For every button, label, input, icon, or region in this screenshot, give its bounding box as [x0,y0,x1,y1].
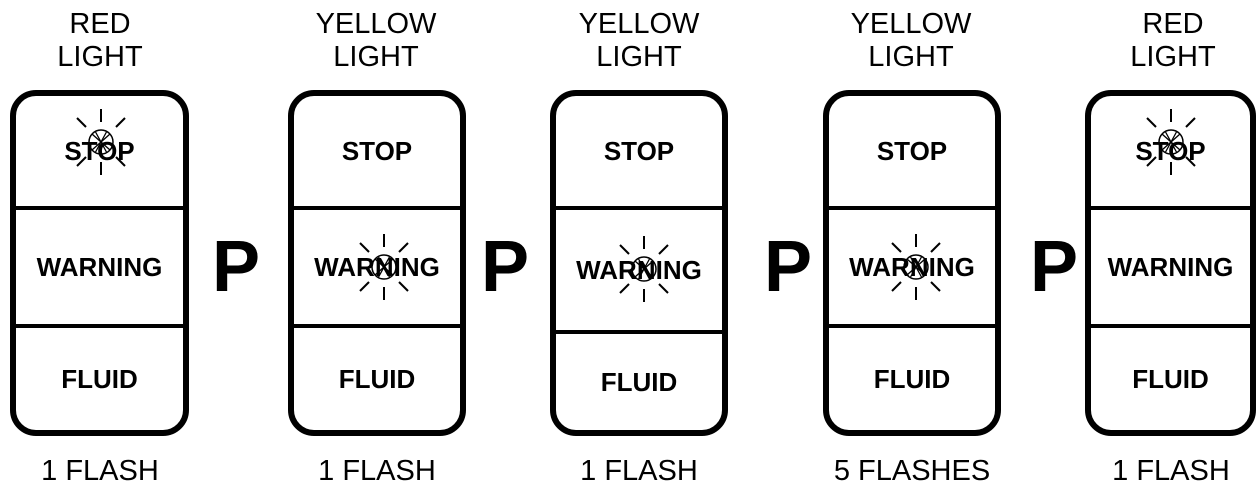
divider [829,206,995,210]
divider [16,206,183,210]
fluid-segment: FLUID [556,334,722,430]
stop-segment: STOP [829,96,995,206]
warning-label: WARNING [1107,251,1234,282]
flash-count-4: 5 FLASHES [833,455,991,487]
divider [16,324,183,328]
divider [294,206,460,210]
flash-count-5: 1 FLASH [1112,455,1230,487]
separator-p-2: P [481,227,530,307]
flash-count-1: 1 FLASH [41,455,159,487]
divider [1091,206,1250,210]
indicator-panel-5: STOP WARNING FLUID [1085,90,1256,436]
divider [556,206,722,210]
separator-p-1: P [212,227,261,307]
divider [829,324,995,328]
separator-p-3: P [764,227,813,307]
stop-label: STOP [876,135,948,166]
stop-segment: STOP [294,96,460,206]
flash-icon [76,109,126,175]
indicator-panel-2: STOP WARNING FLUID [288,90,466,436]
warning-segment: WARNING [16,210,183,324]
light-label-2: YELLOW LIGHT [315,8,437,73]
light-label-1: RED LIGHT [57,8,143,73]
fluid-segment: FLUID [829,328,995,430]
separator-p-4: P [1030,227,1079,307]
flash-icon [359,234,409,300]
indicator-panel-1: STOP WARNING FLUID [10,90,189,436]
divider [556,330,722,334]
light-label-4: YELLOW LIGHT [850,8,972,73]
fluid-label: FLUID [600,366,678,397]
flash-icon [619,236,669,302]
fluid-label: FLUID [1132,363,1209,394]
fluid-label: FLUID [338,363,416,394]
light-label-3: YELLOW LIGHT [578,8,700,73]
flash-count-3: 1 FLASH [580,455,698,487]
light-label-5: RED LIGHT [1130,8,1216,73]
fluid-label: FLUID [873,363,951,394]
warning-segment: WARNING [829,210,995,324]
flash-count-2: 1 FLASH [318,455,436,487]
indicator-panel-3: STOP WARNING FLUID [550,90,728,436]
divider [294,324,460,328]
fluid-segment: FLUID [16,328,183,430]
fluid-segment: FLUID [1091,328,1250,430]
stop-label: STOP [603,135,675,166]
flash-icon [891,234,941,300]
divider [1091,324,1250,328]
warning-segment: WARNING [1091,210,1250,324]
warning-label: WARNING [849,251,975,282]
warning-label: WARNING [36,251,163,282]
fluid-segment: FLUID [294,328,460,430]
fluid-label: FLUID [61,363,138,394]
stop-segment: STOP [556,96,722,206]
indicator-panel-4: STOP WARNING FLUID [823,90,1001,436]
flash-icon [1146,109,1196,175]
stop-label: STOP [341,135,413,166]
